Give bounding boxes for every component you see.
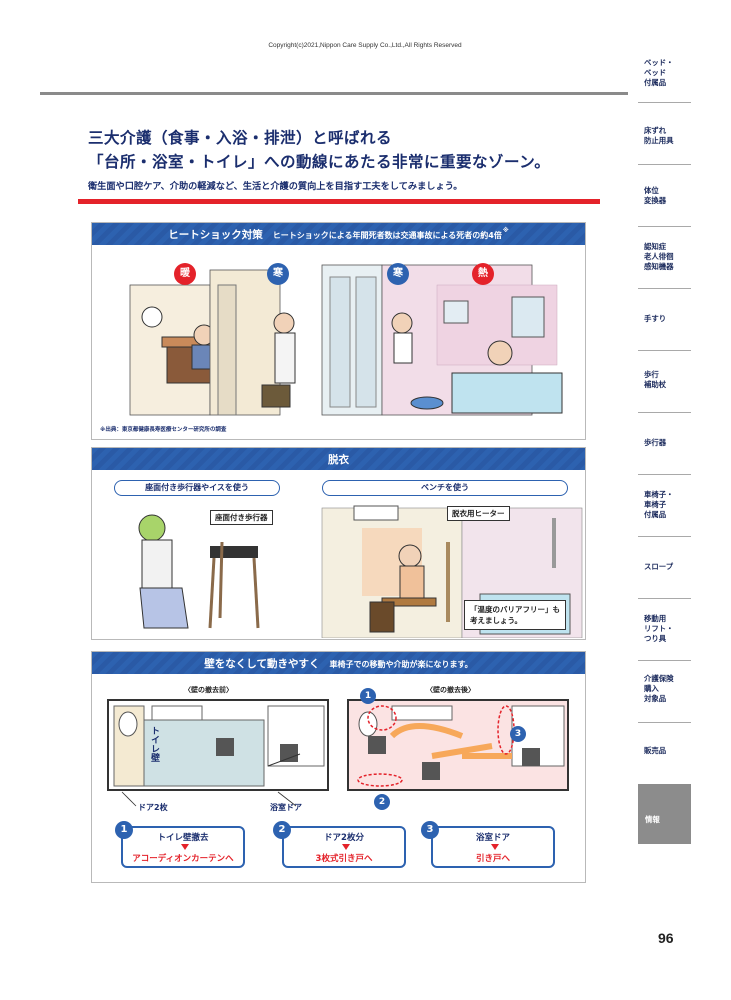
step-2-from: ドア2枚分 bbox=[324, 833, 364, 843]
walls-title-main: 壁をなくして動きやすく bbox=[204, 658, 320, 670]
walls-header: 壁をなくして動きやすく車椅子での移動や介助が楽になります。 bbox=[92, 652, 585, 674]
headline-sub: 衛生面や口腔ケア、介助の軽減など、生活と介護の質向上を目指す工夫をしてみましょう… bbox=[88, 181, 463, 192]
sidebar-item-cane[interactable]: 歩行 補助杖 bbox=[644, 370, 667, 389]
cold-badge-bath-entry: 寒 bbox=[387, 263, 409, 285]
sidebar-divider bbox=[638, 288, 691, 289]
before-label: 〈壁の撤去前〉 bbox=[184, 686, 233, 694]
warm-badge: 暖 bbox=[174, 263, 196, 285]
red-divider bbox=[78, 199, 600, 204]
step-1-box: トイレ壁撤去 アコーディオンカーテンへ bbox=[121, 826, 245, 868]
floor-plan-before bbox=[107, 699, 329, 807]
step-3-arrow-icon bbox=[491, 844, 499, 850]
step-2-box: ドア2枚分 3枚式引き戸へ bbox=[282, 826, 406, 868]
sidebar-divider bbox=[638, 660, 691, 661]
heat-shock-subtitle: ヒートショックによる年間死者数は交通事故による死者の約4倍 bbox=[272, 231, 502, 240]
heat-shock-header: ヒートショック対策ヒートショックによる年間死者数は交通事故による死者の約4倍※ bbox=[92, 223, 585, 245]
copyright-text: Copyright(c)2021,Nippon Care Supply Co.,… bbox=[268, 42, 462, 49]
sidebar-item-bed[interactable]: ベッド・ ベッド 付属品 bbox=[644, 58, 674, 87]
walls-subtitle: 車椅子での移動や介助が楽になります。 bbox=[329, 660, 473, 669]
sidebar-item-walker[interactable]: 歩行器 bbox=[644, 438, 667, 447]
temperature-barrier-free-callout: 「温度のバリアフリー」も 考えましょう。 bbox=[464, 600, 566, 630]
heat-shock-section: ヒートショック対策ヒートショックによる年間死者数は交通事故による死者の約4倍※ … bbox=[91, 222, 586, 440]
step-1-number: 1 bbox=[115, 821, 133, 839]
headline-line2: 「台所・浴室・トイレ」への動線にあたる非常に重要なゾーン。 bbox=[88, 153, 551, 171]
sidebar-divider bbox=[638, 722, 691, 723]
step-3-from: 浴室ドア bbox=[475, 833, 510, 843]
sidebar-divider bbox=[638, 474, 691, 475]
sidebar-divider bbox=[638, 536, 691, 537]
marker-3: 3 bbox=[510, 726, 526, 742]
walls-title: 壁をなくして動きやすく車椅子での移動や介助が楽になります。 bbox=[92, 656, 585, 671]
heat-shock-illustration bbox=[129, 264, 563, 416]
sidebar-item-info-active[interactable]: 情報 bbox=[638, 784, 691, 844]
undress-title: 脱衣 bbox=[328, 454, 349, 466]
header-rule bbox=[40, 92, 628, 95]
sidebar-item-info-label: 情報 bbox=[645, 815, 660, 824]
sidebar-item-bedsore[interactable]: 床ずれ 防止用具 bbox=[644, 126, 674, 145]
after-label: 〈壁の撤去後〉 bbox=[426, 686, 475, 694]
undress-section: 脱衣 座面付き歩行器やイスを使う ベンチを使う 座面付き歩行器 脱衣用ヒーター … bbox=[91, 447, 586, 640]
marker-1: 1 bbox=[360, 688, 376, 704]
cold-badge-changing-room: 寒 bbox=[267, 263, 289, 285]
sidebar-item-insurance[interactable]: 介護保険 購入 対象品 bbox=[644, 674, 674, 703]
step-3-to: 引き戸へ bbox=[475, 854, 510, 864]
heat-shock-subtitle-note: ※ bbox=[502, 227, 509, 234]
sidebar-item-lift[interactable]: 移動用 リフト・ つり具 bbox=[644, 614, 674, 643]
walker-tag: 座面付き歩行器 bbox=[210, 510, 273, 525]
undress-header: 脱衣 bbox=[92, 448, 585, 470]
sidebar-divider bbox=[638, 164, 691, 165]
bath-door-label: 浴室ドア bbox=[270, 803, 302, 812]
heat-shock-title: ヒートショック対策ヒートショックによる年間死者数は交通事故による死者の約4倍※ bbox=[92, 227, 585, 242]
floor-plan-after bbox=[347, 699, 569, 791]
step-3-number: 3 bbox=[421, 821, 439, 839]
category-sidebar: ベッド・ ベッド 付属品 床ずれ 防止用具 体位 変換器 認知症 老人徘徊 感知… bbox=[638, 40, 691, 850]
sidebar-divider bbox=[638, 598, 691, 599]
step-1-to: アコーディオンカーテンへ bbox=[132, 854, 234, 864]
page-number: 96 bbox=[658, 930, 674, 946]
step-1-arrow-icon bbox=[181, 844, 189, 850]
heat-shock-title-main: ヒートショック対策 bbox=[168, 229, 263, 241]
heater-tag: 脱衣用ヒーター bbox=[447, 506, 510, 521]
step-2-arrow-icon bbox=[342, 844, 350, 850]
sidebar-item-wheelchair[interactable]: 車椅子・ 車椅子 付属品 bbox=[644, 490, 674, 519]
door2-label: ドア2枚 bbox=[138, 803, 168, 812]
sidebar-divider bbox=[638, 350, 691, 351]
sidebar-divider bbox=[638, 226, 691, 227]
step-1-from: トイレ壁撤去 bbox=[157, 833, 209, 843]
sidebar-item-position[interactable]: 体位 変換器 bbox=[644, 186, 667, 205]
heat-shock-source: ※出典：東京都健康長寿医療センター研究所の調査 bbox=[100, 427, 227, 433]
sidebar-item-handrail[interactable]: 手すり bbox=[644, 314, 667, 323]
hot-badge: 熱 bbox=[472, 263, 494, 285]
sidebar-item-dementia[interactable]: 認知症 老人徘徊 感知機器 bbox=[644, 242, 674, 271]
toilet-wall-label: トイレ壁 bbox=[149, 726, 159, 762]
marker-2: 2 bbox=[374, 794, 390, 810]
step-2-number: 2 bbox=[273, 821, 291, 839]
step-2-to: 3枚式引き戸へ bbox=[315, 854, 373, 864]
step-3-box: 浴室ドア 引き戸へ bbox=[431, 826, 555, 868]
sidebar-item-slope[interactable]: スロープ bbox=[644, 562, 674, 571]
sidebar-divider bbox=[638, 412, 691, 413]
headline-line1: 三大介護（食事・入浴・排泄）と呼ばれる bbox=[88, 129, 393, 147]
walker-chair-pill: 座面付き歩行器やイスを使う bbox=[114, 480, 280, 496]
sidebar-item-sales[interactable]: 販売品 bbox=[644, 746, 667, 755]
bench-pill: ベンチを使う bbox=[322, 480, 568, 496]
sidebar-divider bbox=[638, 102, 691, 103]
